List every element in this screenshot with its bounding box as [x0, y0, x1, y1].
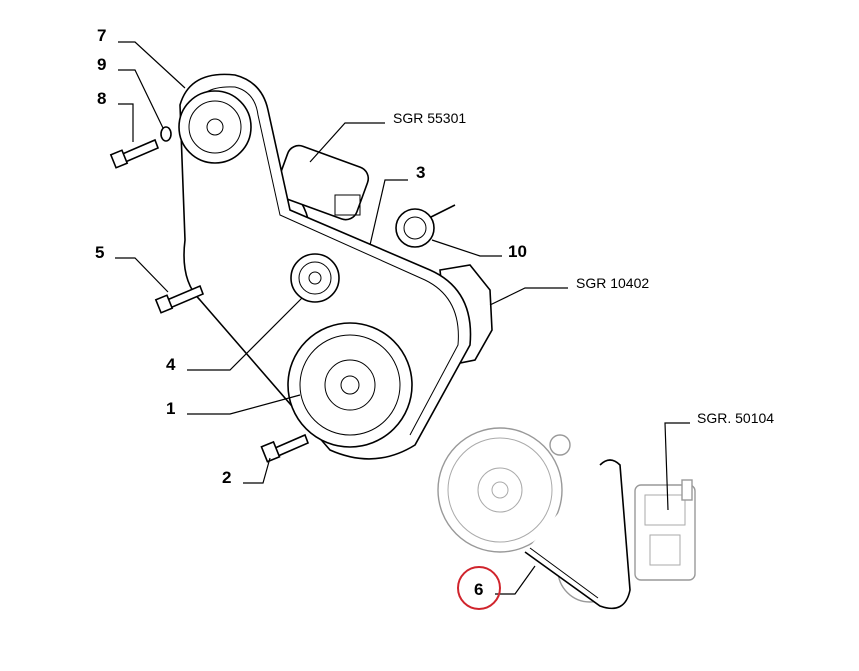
callout-6: 6: [474, 580, 483, 599]
callout-5: 5: [95, 243, 104, 262]
leader-lines: [115, 41, 690, 595]
washer-9: [160, 126, 172, 142]
highlight-circle: [457, 566, 501, 610]
callout-10: 10: [508, 242, 527, 261]
upper-pulley: [178, 90, 252, 164]
ref-sgr-55301: SGR 55301: [393, 110, 466, 126]
callout-8: 8: [97, 89, 106, 108]
ac-belt: [524, 459, 631, 610]
callout-9: 9: [97, 55, 106, 74]
bolt-8: [109, 138, 160, 169]
ref-sgr-50104: SGR. 50104: [697, 410, 774, 426]
callout-4: 4: [166, 355, 176, 374]
bolt-2: [260, 433, 310, 463]
callout-1: 1: [166, 399, 175, 418]
crankshaft-pulley: [287, 322, 413, 448]
bolt-5: [154, 284, 205, 314]
idler-pulley-4: [290, 253, 340, 303]
callout-3: 3: [416, 163, 425, 182]
ref-sgr-10402: SGR 10402: [576, 275, 649, 291]
callout-7: 7: [97, 26, 106, 45]
background-crank-pulley: [437, 427, 571, 553]
idler-pulley-10: [395, 204, 456, 248]
belt-tensioner: [275, 144, 370, 221]
callout-2: 2: [222, 468, 231, 487]
